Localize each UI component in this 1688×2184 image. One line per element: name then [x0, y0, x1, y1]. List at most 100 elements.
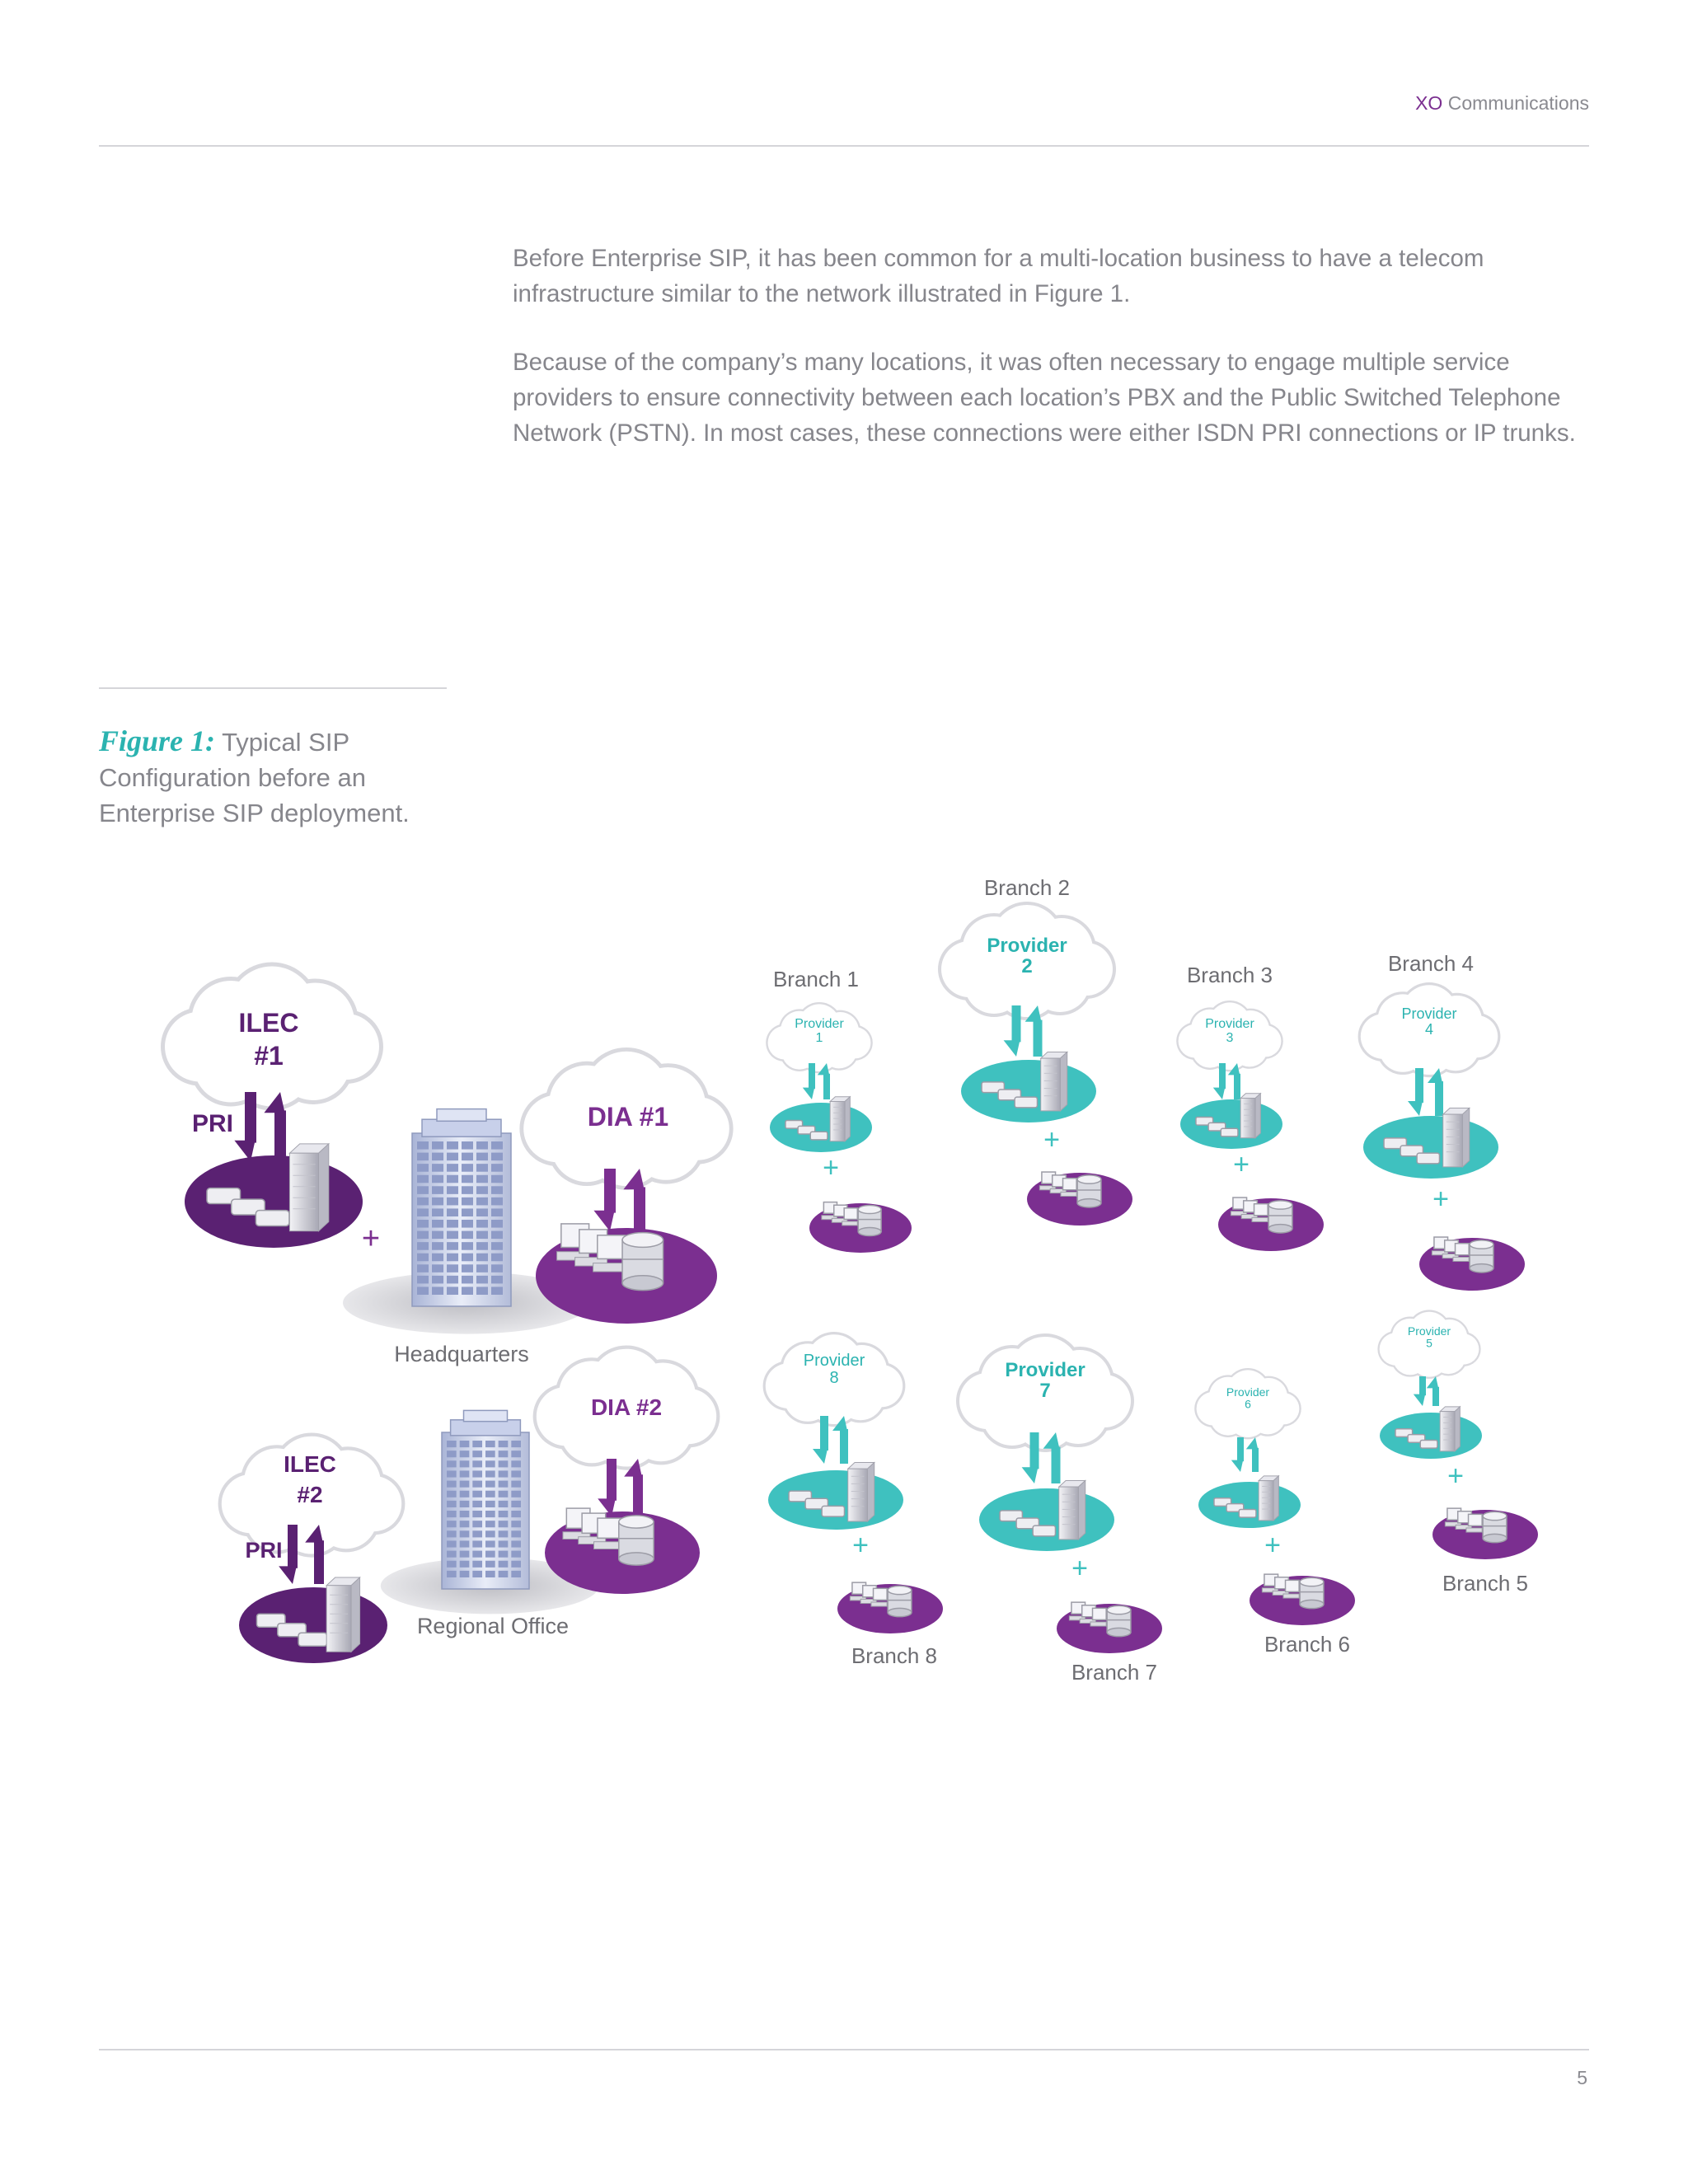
cloud-provider-4 — [1357, 982, 1501, 1078]
hq-pbx — [185, 1142, 363, 1248]
branch-5-pbx — [1380, 1405, 1482, 1459]
footer-rule — [99, 2049, 1589, 2050]
branch-1-pbx — [770, 1095, 872, 1152]
provider-5-arrows — [1413, 1376, 1439, 1406]
branch-5-plus: + — [1447, 1460, 1464, 1492]
provider-6-arrows — [1231, 1437, 1259, 1472]
branch-1-label: Branch 1 — [773, 967, 859, 991]
ro-label: Regional Office — [417, 1614, 569, 1638]
branch-6-pbx — [1198, 1474, 1301, 1528]
header-rule — [99, 145, 1589, 147]
provider-8-label-line2: 8 — [829, 1369, 838, 1387]
branch-8-plus: + — [852, 1530, 869, 1561]
cloud-dia-2 — [532, 1345, 720, 1470]
branch-6-plus: + — [1264, 1530, 1281, 1561]
ilec-2-label-line2: #2 — [297, 1482, 322, 1507]
provider-1-arrows — [802, 1063, 830, 1099]
ilec-1-label-line1: ILEC — [239, 1008, 299, 1038]
cloud-provider-1 — [766, 1002, 873, 1074]
ilec-1-label-line2: #1 — [254, 1041, 284, 1071]
pri-1-label: PRI — [192, 1110, 233, 1137]
cloud-provider-2 — [938, 902, 1116, 1020]
hq-label: Headquarters — [394, 1342, 529, 1366]
branch-4-pbx — [1363, 1107, 1498, 1179]
branch-4-dia-disc — [1419, 1236, 1525, 1291]
branch-7-plus: + — [1071, 1553, 1088, 1584]
branch-1-plus: + — [823, 1152, 839, 1183]
branch-2-pbx — [961, 1051, 1096, 1122]
paragraph-1: Before Enterprise SIP, it has been commo… — [513, 245, 1484, 307]
hq-dia-disc — [536, 1223, 717, 1324]
ro-building — [380, 1409, 599, 1615]
provider-2-label-line2: 2 — [1021, 955, 1032, 977]
dia-1-arrows — [593, 1169, 645, 1231]
provider-3-label-line2: 3 — [1226, 1031, 1234, 1045]
branch-2-label: Branch 2 — [984, 875, 1070, 900]
hq-plus-1: + — [362, 1221, 380, 1256]
branch-7-label: Branch 7 — [1071, 1660, 1157, 1685]
pri-2-arrows — [279, 1525, 324, 1584]
cloud-dia-1 — [519, 1047, 734, 1190]
dia-2-label: DIA #2 — [591, 1394, 662, 1420]
paragraph-2: Because of the company’s many locations,… — [513, 349, 1576, 447]
cloud-provider-6 — [1194, 1368, 1301, 1440]
provider-3-arrows — [1212, 1063, 1240, 1099]
branch-8-dia-disc — [837, 1582, 943, 1633]
provider-4-label-line1: Provider — [1401, 1005, 1456, 1022]
provider-1-label-line1: Provider — [795, 1017, 844, 1031]
brand-xo: XO — [1415, 92, 1443, 114]
branch-3-pbx — [1180, 1092, 1282, 1149]
figure-label: Figure 1: — [99, 724, 216, 757]
branch-5-dia-disc — [1432, 1507, 1538, 1559]
branch-5-label: Branch 5 — [1442, 1571, 1528, 1596]
provider-8-arrows — [813, 1416, 848, 1464]
ro-dia-disc — [545, 1507, 700, 1594]
branch-4-label: Branch 4 — [1388, 951, 1474, 976]
hq-building — [343, 1108, 590, 1334]
branch-6-dia-disc — [1250, 1573, 1355, 1625]
branch-8-label: Branch 8 — [851, 1643, 937, 1668]
provider-7-arrows — [1021, 1432, 1061, 1483]
cloud-provider-5 — [1377, 1310, 1481, 1379]
branch-3-plus: + — [1233, 1149, 1250, 1180]
cloud-provider-3 — [1176, 1001, 1283, 1072]
cloud-provider-7 — [956, 1333, 1134, 1452]
provider-4-label-line2: 4 — [1425, 1021, 1433, 1038]
cloud-ilec-2 — [218, 1432, 406, 1558]
brand-name: Communications — [1442, 92, 1589, 114]
body-text: Before Enterprise SIP, it has been commo… — [513, 241, 1589, 484]
cloud-provider-8 — [762, 1332, 906, 1427]
dia-1-label: DIA #1 — [588, 1102, 668, 1132]
branch-8-pbx — [768, 1461, 903, 1530]
dia-2-arrows — [598, 1459, 643, 1516]
provider-2-arrows — [1003, 1005, 1043, 1057]
branch-7-pbx — [979, 1479, 1114, 1551]
branch-3-label: Branch 3 — [1187, 963, 1273, 987]
caption-rule — [99, 687, 447, 689]
pri-1-arrows — [234, 1092, 286, 1161]
page-number: 5 — [1577, 2067, 1587, 2088]
provider-1-label-line2: 1 — [816, 1031, 823, 1045]
branch-6-label: Branch 6 — [1264, 1632, 1350, 1657]
branch-3-dia-disc — [1218, 1197, 1324, 1251]
provider-5-label-line1: Provider — [1408, 1324, 1451, 1338]
provider-8-label-line1: Provider — [804, 1352, 865, 1370]
provider-3-label-line1: Provider — [1205, 1017, 1254, 1031]
ilec-2-label-line1: ILEC — [284, 1451, 336, 1477]
branch-1-dia-disc — [809, 1201, 912, 1253]
provider-7-label-line2: 7 — [1039, 1380, 1050, 1402]
pri-2-label: PRI — [245, 1538, 282, 1563]
cloud-ilec-1 — [161, 962, 383, 1111]
figure-caption: Figure 1: Typical SIP Configuration befo… — [99, 724, 445, 831]
provider-4-arrows — [1408, 1068, 1443, 1116]
branch-4-plus: + — [1432, 1183, 1449, 1215]
branch-2-plus: + — [1043, 1124, 1060, 1155]
ro-pbx — [239, 1576, 387, 1663]
header-brand: XO Communications — [1415, 92, 1589, 115]
branch-2-dia-disc — [1027, 1171, 1132, 1226]
provider-2-label-line1: Provider — [987, 935, 1067, 957]
branch-7-dia-disc — [1057, 1601, 1162, 1653]
provider-5-label-line2: 5 — [1426, 1337, 1432, 1350]
provider-7-label-line1: Provider — [1005, 1359, 1085, 1381]
